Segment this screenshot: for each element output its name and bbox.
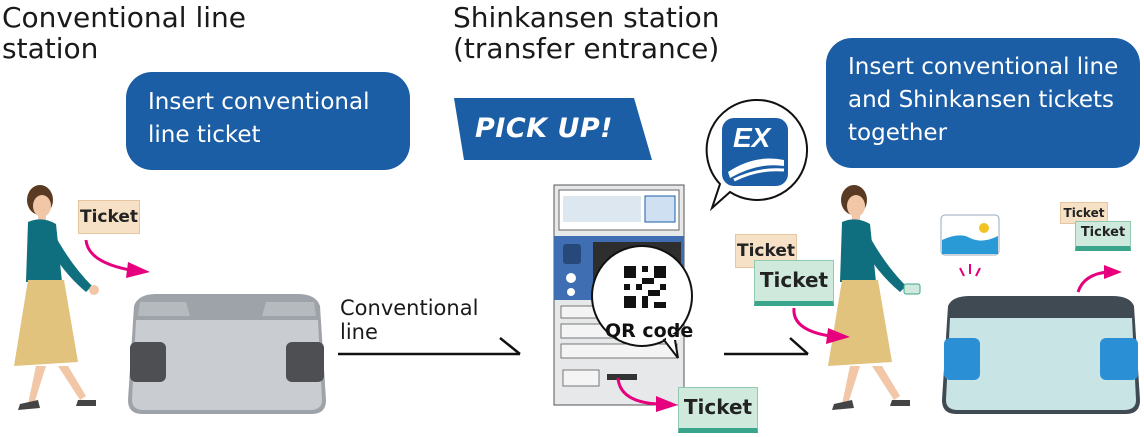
conventional-station-heading: Conventional line station bbox=[2, 1, 246, 65]
insert-both-tickets-bubble: Insert conventional line and Shinkansen … bbox=[826, 38, 1140, 168]
conventional-line-label: Conventional line bbox=[340, 296, 479, 344]
qr-code-label: QR code bbox=[605, 320, 694, 342]
shinkansen-ticket-issued: Ticket bbox=[678, 387, 758, 433]
shinkansen-station-heading: Shinkansen station (transfer entrance) bbox=[453, 1, 720, 65]
ic-card-icon bbox=[940, 214, 1000, 256]
insert-arrow-left bbox=[84, 239, 150, 278]
conventional-line-arrow bbox=[338, 337, 521, 356]
shinkansen-ticket-right: Ticket bbox=[1075, 221, 1131, 251]
shinkansen-ticket-center: Ticket bbox=[754, 260, 834, 306]
issue-arrow bbox=[616, 377, 678, 412]
conventional-ticket-gate bbox=[128, 294, 326, 414]
insert-conventional-ticket-bubble: Insert conventional line ticket bbox=[126, 72, 410, 170]
conventional-ticket-left: Ticket bbox=[78, 200, 140, 234]
ex-logo-icon: EX bbox=[733, 122, 771, 153]
pickup-banner-text: PICK UP! bbox=[475, 113, 613, 144]
pickup-banner bbox=[454, 98, 652, 160]
ex-logo-bubble bbox=[705, 98, 809, 212]
insert-arrow-center bbox=[792, 307, 850, 344]
exit-arrow-right bbox=[1076, 265, 1122, 293]
woman-walking-right bbox=[828, 185, 921, 410]
qr-code-icon bbox=[624, 266, 666, 308]
card-touch-marks-icon bbox=[959, 264, 981, 277]
shinkansen-ticket-gate bbox=[942, 296, 1140, 414]
transfer-arrow bbox=[724, 337, 809, 356]
woman-walking-left bbox=[14, 185, 99, 410]
